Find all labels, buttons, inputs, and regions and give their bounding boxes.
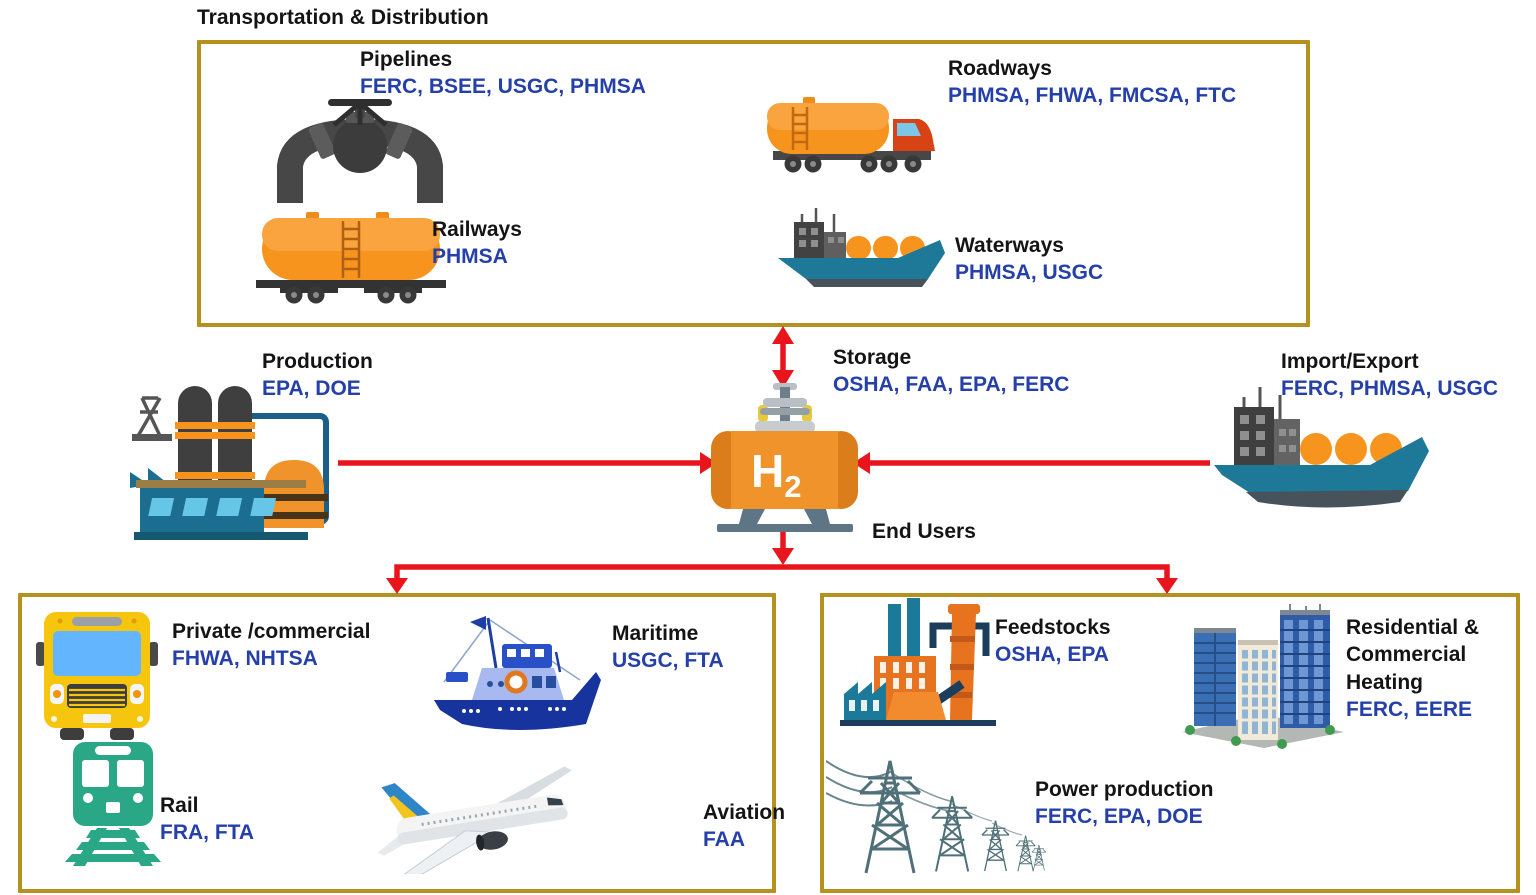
residential-agencies: FERC, EERE (1346, 697, 1473, 721)
storage-agencies: OSHA, FAA, EPA, FERC (833, 373, 1070, 397)
roadways-node: Roadways PHMSA, FHWA, FMCSA, FTC (948, 55, 1236, 110)
feedstocks-node: Feedstocks OSHA, EPA (995, 614, 1111, 669)
end-users-label: End Users (872, 520, 976, 543)
production-agencies: EPA, DOE (262, 377, 361, 401)
import-export-agencies: FERC, PHMSA, USGC (1281, 377, 1499, 401)
end-users-right-box (820, 593, 1520, 893)
power-pylons-icon (826, 759, 1046, 875)
rail-label: Rail (160, 794, 199, 817)
arrow-h2-endusers (386, 531, 1178, 594)
airplane-icon (377, 766, 573, 874)
rail-agencies: FRA, FTA (160, 821, 255, 845)
railways-agencies: PHMSA (432, 245, 508, 269)
roadways-agencies: PHMSA, FHWA, FMCSA, FTC (948, 84, 1237, 108)
pipelines-agencies: FERC, BSEE, USGC, PHMSA (360, 75, 646, 99)
railways-label: Railways (432, 218, 522, 241)
railways-node: Railways PHMSA (432, 216, 522, 271)
pipelines-node: Pipelines FERC, BSEE, USGC, PHMSA (360, 46, 646, 101)
buildings-icon (1182, 604, 1344, 749)
arrow-transport-storage (772, 326, 794, 388)
pipelines-label: Pipelines (360, 48, 453, 71)
production-node: Production EPA, DOE (262, 348, 373, 403)
storage-node: Storage OSHA, FAA, EPA, FERC (833, 344, 1069, 399)
rail-tankcar-icon (256, 212, 446, 304)
h2-label: H2 (751, 445, 801, 504)
rail-node: Rail FRA, FTA (160, 792, 254, 847)
aviation-label: Aviation (703, 801, 786, 824)
aviation-agencies: FAA (703, 828, 745, 852)
import-export-node: Import/Export FERC, PHMSA, USGC (1281, 348, 1498, 403)
arrow-production-h2 (338, 452, 717, 474)
transportation-distribution-box (197, 40, 1310, 327)
h2-tank-icon: H2 (711, 383, 858, 532)
power-production-label: Power production (1035, 778, 1214, 801)
bus-icon (36, 612, 158, 740)
feedstocks-agencies: OSHA, EPA (995, 643, 1109, 667)
waterways-agencies: PHMSA, USGC (955, 261, 1104, 285)
factory-icon (840, 598, 996, 726)
import-export-label: Import/Export (1281, 350, 1419, 373)
maritime-agencies: USGC, FTA (612, 649, 724, 673)
residential-label: Residential & Commercial Heating (1346, 616, 1480, 694)
refinery-icon (130, 386, 329, 540)
train-icon (65, 742, 161, 866)
import-ship-icon (1214, 387, 1429, 508)
feedstocks-label: Feedstocks (995, 616, 1111, 639)
tanker-truck-icon (767, 97, 935, 173)
private-commercial-agencies: FHWA, NHTSA (172, 647, 318, 671)
storage-label: Storage (833, 346, 912, 369)
aviation-node: Aviation FAA (703, 799, 785, 854)
private-commercial-node: Private /commercial FHWA, NHTSA (172, 618, 370, 673)
waterways-node: Waterways PHMSA, USGC (955, 232, 1103, 287)
diagram-title: Transportation & Distribution (197, 6, 489, 29)
residential-node: Residential & Commercial Heating FERC, E… (1346, 614, 1524, 723)
pipeline-valve-icon (277, 99, 443, 203)
arrow-import-h2 (853, 452, 1210, 474)
roadways-label: Roadways (948, 57, 1052, 80)
maritime-node: Maritime USGC, FTA (612, 620, 724, 675)
power-production-node: Power production FERC, EPA, DOE (1035, 776, 1214, 831)
end-users-left-box (18, 593, 776, 893)
cargo-ship-icon (778, 208, 945, 287)
maritime-label: Maritime (612, 622, 699, 645)
power-production-agencies: FERC, EPA, DOE (1035, 805, 1203, 829)
production-label: Production (262, 350, 373, 373)
tugboat-icon (434, 616, 601, 730)
waterways-label: Waterways (955, 234, 1064, 257)
private-commercial-label: Private /commercial (172, 620, 371, 643)
